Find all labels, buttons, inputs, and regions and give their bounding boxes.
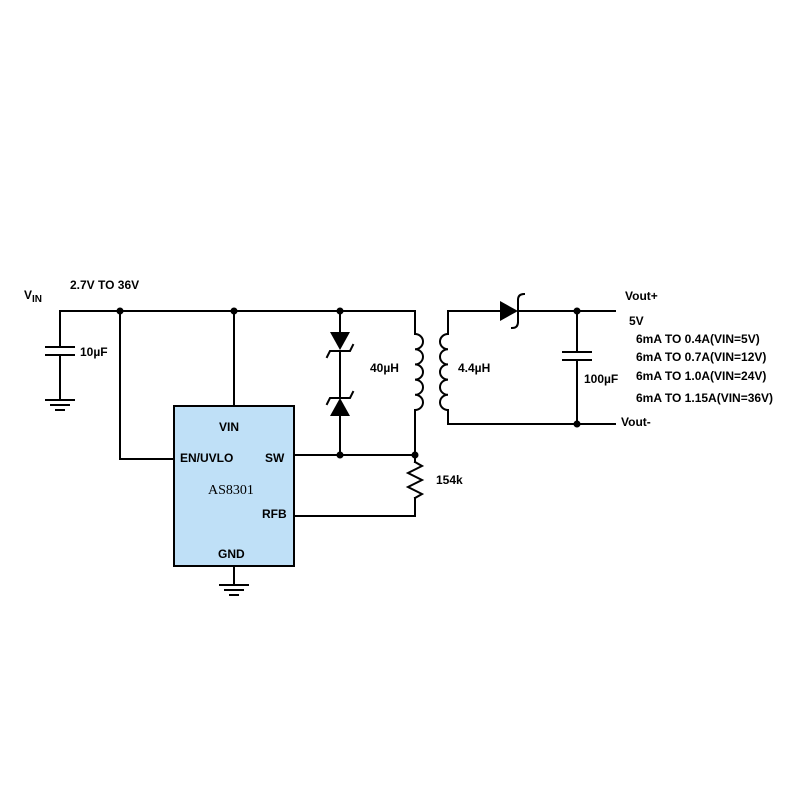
primary-inductor bbox=[413, 310, 424, 456]
inductor-icon bbox=[413, 332, 424, 412]
ground-icon bbox=[45, 399, 75, 411]
ground-icon bbox=[219, 584, 249, 596]
zener-clamp bbox=[325, 307, 355, 456]
resistor-label: 154k bbox=[436, 473, 463, 487]
zener-diode-icon bbox=[325, 390, 355, 416]
secondary-inductor-label: 4.4µH bbox=[458, 361, 490, 375]
vin-label: VIN bbox=[24, 288, 42, 305]
feedback-resistor bbox=[293, 454, 425, 517]
secondary-inductor bbox=[439, 310, 450, 425]
vout-voltage-label: 5V bbox=[629, 314, 644, 328]
ic-ground bbox=[219, 565, 249, 596]
vout-pos-label: Vout+ bbox=[625, 289, 658, 303]
primary-inductor-label: 40µH bbox=[370, 361, 399, 375]
inductor-icon bbox=[439, 332, 450, 412]
vout-neg-label: Vout- bbox=[621, 415, 651, 429]
resistor-icon bbox=[405, 460, 425, 500]
pin-sw-label: SW bbox=[265, 451, 285, 465]
input-capacitor bbox=[45, 310, 75, 411]
current-range-2: 6mA TO 1.0A(VIN=24V) bbox=[636, 369, 766, 383]
pin-rfb-label: RFB bbox=[262, 507, 287, 521]
current-range-0: 6mA TO 0.4A(VIN=5V) bbox=[636, 332, 760, 346]
pin-vin-label: VIN bbox=[219, 420, 239, 434]
ic-icon: VIN EN/UVLO SW AS8301 RFB GND bbox=[173, 405, 295, 567]
output-cap-label: 100µF bbox=[584, 372, 618, 386]
pin-en-label: EN/UVLO bbox=[180, 451, 233, 465]
input-cap-label: 10µF bbox=[80, 345, 108, 359]
current-range-1: 6mA TO 0.7A(VIN=12V) bbox=[636, 350, 766, 364]
ic-name: AS8301 bbox=[208, 483, 254, 498]
vin-range-label: 2.7V TO 36V bbox=[70, 278, 139, 292]
pin-gnd-label: GND bbox=[218, 547, 245, 561]
ic-body bbox=[173, 405, 295, 567]
current-range-3: 6mA TO 1.15A(VIN=36V) bbox=[636, 391, 773, 405]
output-capacitor bbox=[562, 310, 592, 425]
